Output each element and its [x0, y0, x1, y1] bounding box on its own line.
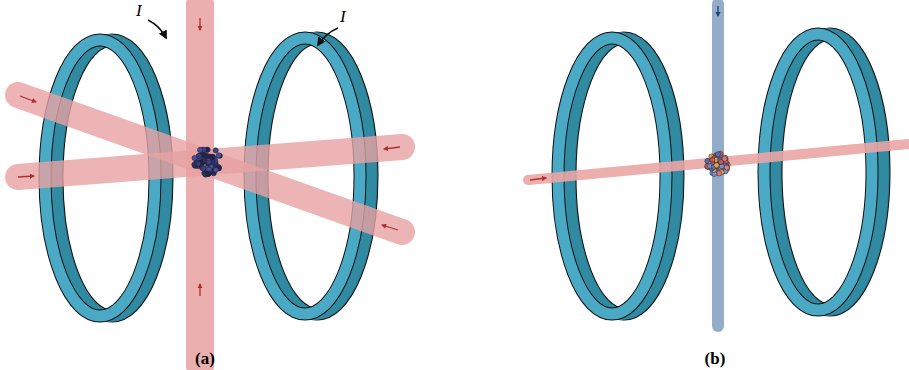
atom-cloud [192, 147, 223, 177]
current-label: I [136, 2, 142, 19]
beam-direction [199, 18, 200, 30]
beam-direction [717, 6, 718, 16]
atom [216, 153, 221, 158]
panel-label: (b) [705, 350, 726, 367]
atom-clouds [192, 147, 730, 177]
laser-beam [18, 95, 402, 232]
atom [715, 152, 720, 157]
laser-beam [712, 4, 724, 326]
atom [213, 167, 218, 172]
beam-direction [199, 284, 200, 296]
atom [724, 165, 729, 170]
atom [197, 147, 202, 152]
atom [197, 154, 202, 159]
coil [764, 34, 884, 310]
laser-beam [186, 4, 214, 366]
atom [213, 148, 218, 153]
current-arrow [148, 20, 166, 38]
beam-direction [20, 96, 36, 102]
current-arrow [318, 28, 338, 45]
beam-direction [384, 147, 400, 149]
atom [206, 159, 211, 164]
laser-beams [18, 4, 909, 366]
laser-beam [528, 144, 909, 180]
beam-direction [18, 176, 34, 177]
panel-label: (a) [195, 350, 215, 367]
atom [714, 163, 719, 168]
atom [192, 155, 197, 160]
atom-cloud [705, 151, 730, 176]
atom [206, 171, 211, 176]
atom [192, 162, 197, 167]
atom [207, 154, 212, 159]
beam-direction [530, 178, 546, 180]
laser-beam [18, 147, 402, 177]
atom [718, 159, 723, 164]
current-label: I [340, 8, 346, 25]
atom [201, 166, 206, 171]
beam-direction [382, 225, 398, 230]
